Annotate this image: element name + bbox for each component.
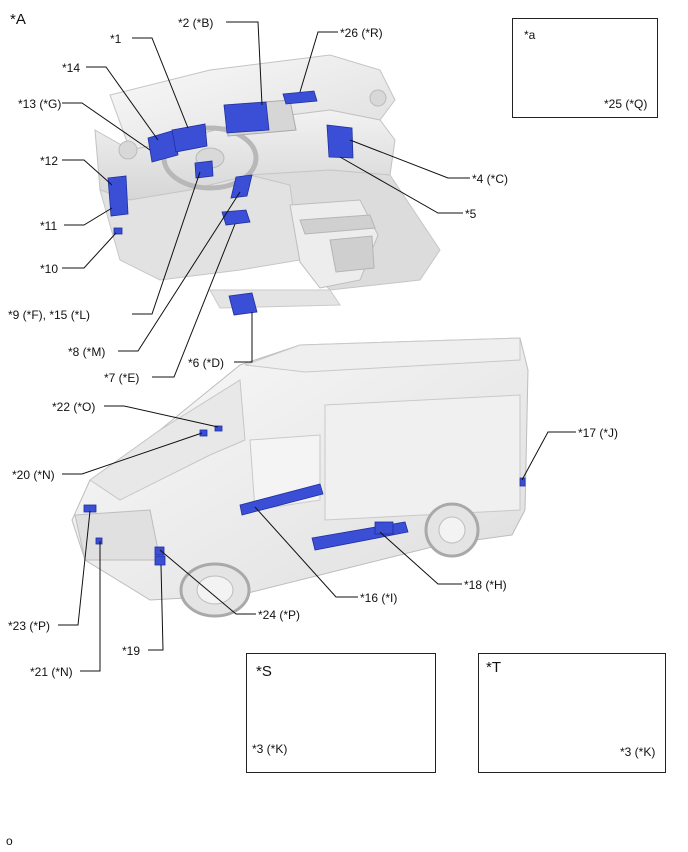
callout-13: *13 (*G) (18, 97, 62, 111)
callout-1: *1 (110, 32, 122, 46)
callout-22: *22 (*O) (52, 400, 96, 414)
callout-6: *6 (*D) (188, 356, 225, 370)
callout-20: *20 (*N) (12, 468, 55, 482)
callout-25: *25 (*Q) (604, 97, 648, 111)
callout-7: *7 (*E) (104, 371, 140, 385)
inset-a-title: *a (524, 28, 536, 42)
callout-14: *14 (62, 61, 81, 75)
callout-16: *16 (*I) (360, 591, 398, 605)
inset-t-frame (478, 653, 666, 773)
callout-5: *5 (465, 207, 477, 221)
callout-26: *26 (*R) (340, 26, 383, 40)
inset-s-title: *S (256, 663, 272, 680)
callout-12: *12 (40, 154, 59, 168)
footer-mark: o (6, 834, 13, 848)
callout-8: *8 (*M) (68, 345, 106, 359)
inset-t-title: *T (486, 659, 501, 676)
callout-11: *11 (40, 219, 58, 233)
van-illustration (71, 337, 529, 618)
callout-9-15: *9 (*F), *15 (*L) (8, 308, 91, 322)
callout-18: *18 (*H) (464, 578, 507, 592)
callout-19: *19 (122, 644, 141, 658)
leader-lines (58, 21, 618, 752)
callout-17: *17 (*J) (578, 426, 619, 440)
callout-2: *2 (*B) (178, 16, 214, 30)
inset-t-callout-3: *3 (*K) (620, 745, 656, 759)
inset-a-frame (512, 18, 658, 118)
callout-23: *23 (*P) (8, 619, 51, 633)
inset-s-frame (246, 653, 436, 773)
callout-24: *24 (*P) (258, 608, 301, 622)
callout-21: *21 (*N) (30, 665, 73, 679)
view-label: *A (10, 11, 26, 28)
inset-s-callout-3: *3 (*K) (252, 742, 288, 756)
callout-4: *4 (*C) (472, 172, 509, 186)
callout-10: *10 (40, 262, 59, 276)
cockpit-illustration (94, 54, 441, 316)
